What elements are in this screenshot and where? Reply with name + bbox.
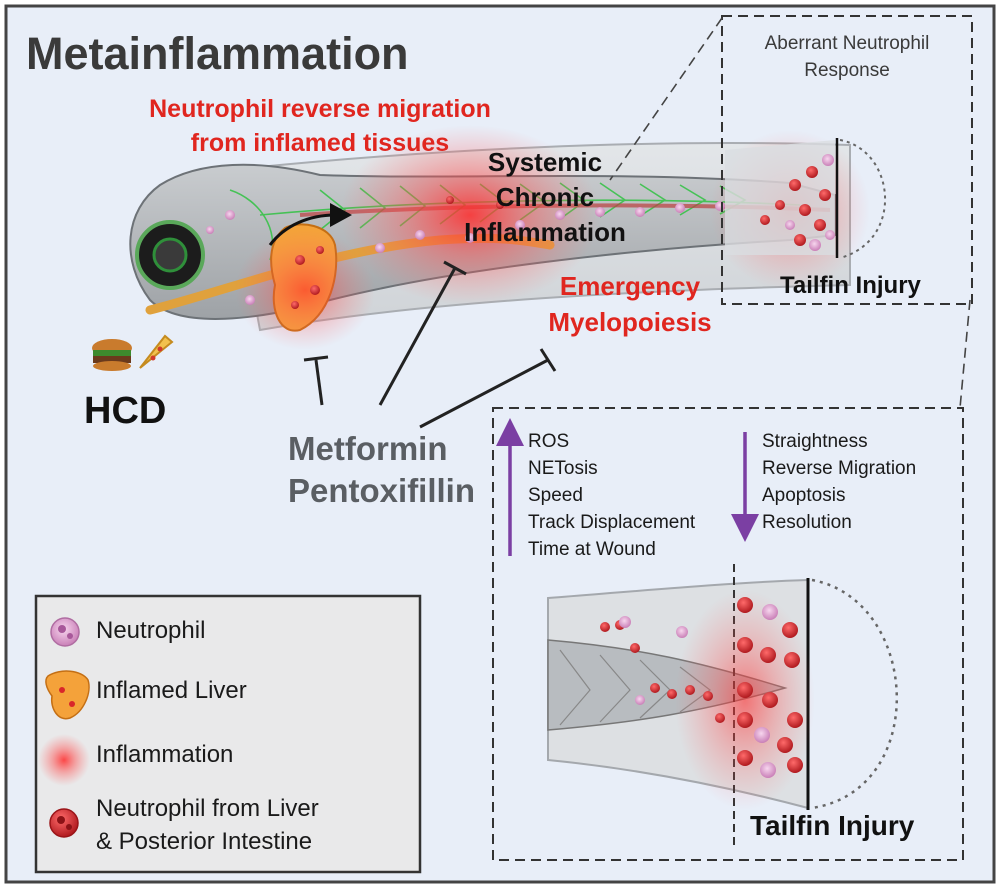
decreased-item: Straightness — [762, 431, 868, 452]
emergency-line-2: Myelopoiesis — [548, 307, 712, 337]
tailfin-zoom-box — [721, 15, 973, 305]
emergency-myelopoiesis-label: Emergency Myelopoiesis — [520, 268, 740, 340]
drug-labels: Metformin Pentoxifillin — [288, 428, 475, 512]
increased-item: Speed — [528, 485, 583, 506]
increased-item: NETosis — [528, 458, 598, 479]
reverse-migration-line-2: from inflamed tissues — [190, 129, 450, 157]
tailfin-small — [725, 138, 887, 259]
increased-item: ROS — [528, 431, 570, 452]
systemic-inflammation-glow — [340, 125, 600, 305]
legend-inflammation-label: Inflammation — [96, 741, 234, 768]
reverse-migration-arrow — [268, 213, 336, 246]
detail-box — [492, 407, 964, 861]
aberrant-line-1: Aberrant Neutrophil — [764, 33, 930, 54]
wound-neutrophils — [600, 597, 803, 778]
neutrophil-icon — [50, 617, 80, 647]
legend-neutrophil-liver-label: Neutrophil from Liver & Posterior Intest… — [96, 792, 319, 858]
increased-item: Time at Wound — [528, 539, 656, 560]
decreased-item: Reverse Migration — [762, 458, 917, 479]
tailfin-injury-bottom-label: Tailfin Injury — [750, 810, 915, 841]
aberrant-line-2: Response — [804, 60, 890, 81]
systemic-line-2: Chronic — [495, 182, 595, 212]
hcd-label: HCD — [84, 390, 167, 432]
legend-box — [34, 594, 422, 874]
pizza-icon — [139, 334, 174, 369]
legend-neutrophil-label: Neutrophil — [96, 617, 206, 644]
neutrophil-liver-icon — [49, 808, 79, 838]
legend-neutrophil-liver-line-1: Neutrophil from Liver — [96, 795, 319, 822]
aberrant-response-label: Aberrant Neutrophil Response — [722, 30, 972, 84]
increased-item: Track Displacement — [528, 512, 696, 533]
systemic-line-3: Inflammation — [464, 217, 626, 247]
legend-neutrophil-liver-line-2: & Posterior Intestine — [96, 828, 313, 855]
figure-title: Metainflammation — [26, 28, 409, 79]
metformin-label: Metformin — [288, 430, 448, 467]
reverse-migration-line-1: Neutrophil reverse migration — [149, 95, 491, 123]
emergency-line-1: Emergency — [559, 271, 701, 301]
reverse-migration-label: Neutrophil reverse migration from inflam… — [100, 92, 540, 160]
tailfin-injury-top-label: Tailfin Injury — [780, 272, 921, 299]
pentoxifillin-label: Pentoxifillin — [288, 472, 476, 509]
legend-liver-label: Inflamed Liver — [96, 677, 247, 704]
burger-icon — [92, 339, 132, 371]
increased-list: ROS NETosis Speed Track Displacement Tim… — [528, 428, 695, 563]
decreased-item: Apoptosis — [762, 485, 846, 506]
inflamed-liver-icon — [45, 670, 90, 720]
body-neutrophils — [206, 196, 725, 309]
tailfin-large — [547, 564, 898, 845]
systemic-inflammation-label: Systemic Chronic Inflammation — [440, 145, 650, 250]
inflammation-icon — [38, 734, 90, 786]
decreased-list: Straightness Reverse Migration Apoptosis… — [762, 428, 916, 536]
inhibition-lines — [303, 260, 557, 429]
decreased-item: Resolution — [762, 512, 852, 533]
systemic-line-1: Systemic — [487, 147, 603, 177]
